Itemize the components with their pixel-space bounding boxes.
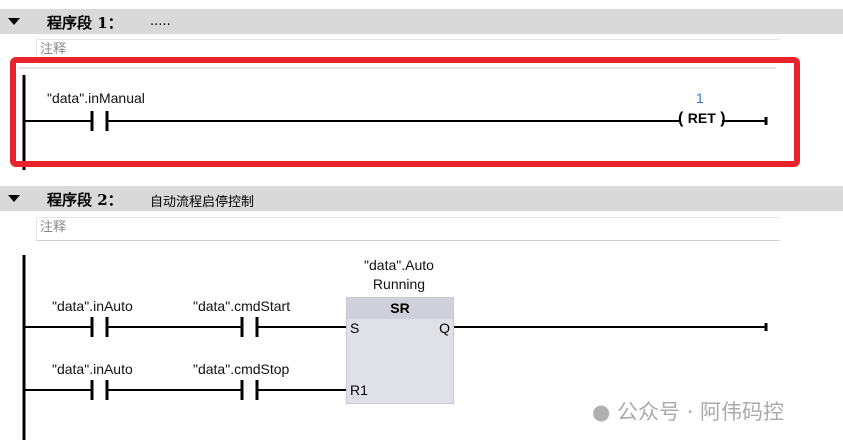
network-title: 程序段 2： (47, 191, 123, 209)
collapse-icon[interactable] (8, 195, 20, 202)
pin-s: S (350, 320, 360, 336)
sr-block[interactable]: SR S Q R1 (346, 297, 454, 404)
contact-no[interactable] (90, 317, 109, 337)
contact-no[interactable] (240, 380, 259, 400)
wechat-icon: ● (592, 400, 611, 424)
contact-operand[interactable]: "data".cmdStop (193, 361, 290, 377)
block-type: SR (347, 298, 453, 319)
network-subtitle: ..... (150, 14, 171, 29)
contact-no[interactable] (90, 380, 109, 400)
contact-operand[interactable]: "data".inAuto (52, 298, 133, 314)
coil-label: RET (687, 110, 716, 126)
network-2-header[interactable]: 程序段 2： 自动流程启停控制 (0, 186, 843, 211)
network-subtitle: 自动流程启停控制 (150, 195, 255, 210)
operand-line: Running (372, 276, 426, 292)
collapse-icon[interactable] (8, 18, 20, 25)
contact-operand[interactable]: "data".cmdStart (193, 298, 291, 314)
pin-q: Q (439, 320, 450, 336)
contact-no[interactable] (240, 317, 259, 337)
watermark: ● 公众号 · 阿伟码控 (592, 396, 784, 426)
network-title: 程序段 1： (47, 14, 123, 32)
highlight-box (10, 57, 800, 167)
ret-coil[interactable]: ( RET ) (678, 110, 726, 127)
operand-line: "data".Auto (364, 257, 434, 273)
contact-operand[interactable]: "data".inManual (47, 90, 145, 106)
coil-value: 1 (696, 90, 704, 106)
watermark-text: 公众号 · 阿伟码控 (617, 400, 785, 424)
network-comment[interactable]: 注释 (36, 217, 780, 241)
pin-r1: R1 (350, 382, 368, 398)
network-1-header[interactable]: 程序段 1： ..... (0, 9, 843, 34)
contact-operand[interactable]: "data".inAuto (52, 361, 133, 377)
